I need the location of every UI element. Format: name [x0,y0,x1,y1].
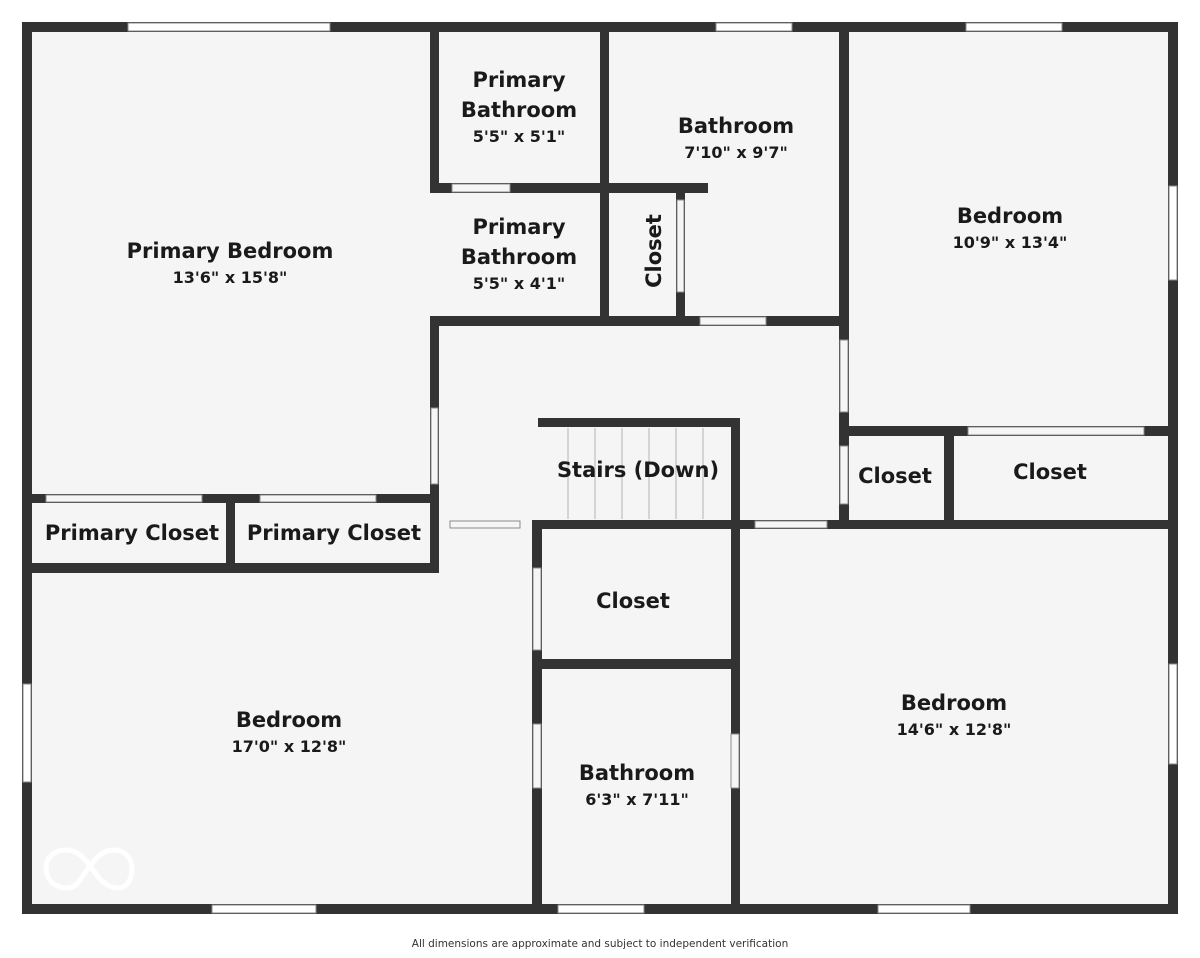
doorway [754,520,828,529]
window [1168,663,1178,765]
room-bathroom-upper: Bathroom 7'10" x 9'7" [678,114,794,162]
room-name: Primary Closet [247,521,421,545]
infinity-logo-icon [43,847,135,891]
room-primary-bedroom: Primary Bedroom 13'6" x 15'8" [127,239,334,287]
room-primary-bathroom-lower: Primary Bathroom 5'5" x 4'1" [461,215,577,293]
room-name: Closet [642,214,666,288]
room-dimensions: 5'5" x 5'1" [473,127,565,146]
doorway [449,520,521,529]
doorway [532,723,542,789]
room-primary-closet-1: Primary Closet [45,521,219,545]
room-name: Bedroom [901,691,1007,715]
room-name-line2: Bathroom [461,245,577,269]
window [965,22,1063,32]
room-dimensions: 5'5" x 4'1" [473,274,565,293]
room-bathroom-lower: Bathroom 6'3" x 7'11" [579,761,695,809]
room-name-line1: Primary [472,215,565,239]
room-bedroom-ne: Bedroom 10'9" x 13'4" [953,204,1068,252]
window [22,683,32,783]
doorway [699,316,767,326]
doorway [532,567,542,651]
room-name: Stairs (Down) [557,458,719,482]
room-dimensions: 14'6" x 12'8" [897,720,1012,739]
room-closet-center: Closet [596,589,670,613]
room-name: Primary Bedroom [127,239,334,263]
room-closet-east-large: Closet [1013,460,1087,484]
window [211,904,317,914]
room-name: Bedroom [957,204,1063,228]
doorway [967,426,1145,436]
room-name: Bathroom [678,114,794,138]
room-name: Closet [1013,460,1087,484]
window [557,904,645,914]
doorway [839,445,849,505]
room-name: Closet [858,464,932,488]
room-closet-vertical: Closet [642,214,666,288]
window [127,22,331,32]
room-dimensions: 6'3" x 7'11" [585,790,689,809]
disclaimer-text: All dimensions are approximate and subje… [411,938,789,950]
stair-treads [567,428,704,519]
room-name: Closet [596,589,670,613]
doorway [451,183,511,193]
window [877,904,971,914]
doorway [839,339,849,413]
room-closet-east-small: Closet [858,464,932,488]
room-bedroom-se: Bedroom 14'6" x 12'8" [897,691,1012,739]
window [715,22,793,32]
room-bedroom-sw: Bedroom 17'0" x 12'8" [232,708,347,756]
doorway [730,733,740,789]
room-dimensions: 17'0" x 12'8" [232,737,347,756]
room-dimensions: 13'6" x 15'8" [173,268,288,287]
room-name: Primary Closet [45,521,219,545]
room-dimensions: 10'9" x 13'4" [953,233,1068,252]
room-primary-closet-2: Primary Closet [247,521,421,545]
room-name: Bathroom [579,761,695,785]
doorway [676,199,685,293]
windows [22,22,1178,914]
doorway [430,407,439,485]
room-name-line2: Bathroom [461,98,577,122]
room-name-line1: Primary [472,68,565,92]
doorway [45,494,203,503]
room-dimensions: 7'10" x 9'7" [684,143,788,162]
room-stairs: Stairs (Down) [557,458,719,482]
doorways [45,183,1145,789]
window [1168,185,1178,281]
interior-walls [22,32,1178,910]
doorway [259,494,377,503]
room-name: Bedroom [236,708,342,732]
room-primary-bathroom-upper: Primary Bathroom 5'5" x 5'1" [461,68,577,146]
